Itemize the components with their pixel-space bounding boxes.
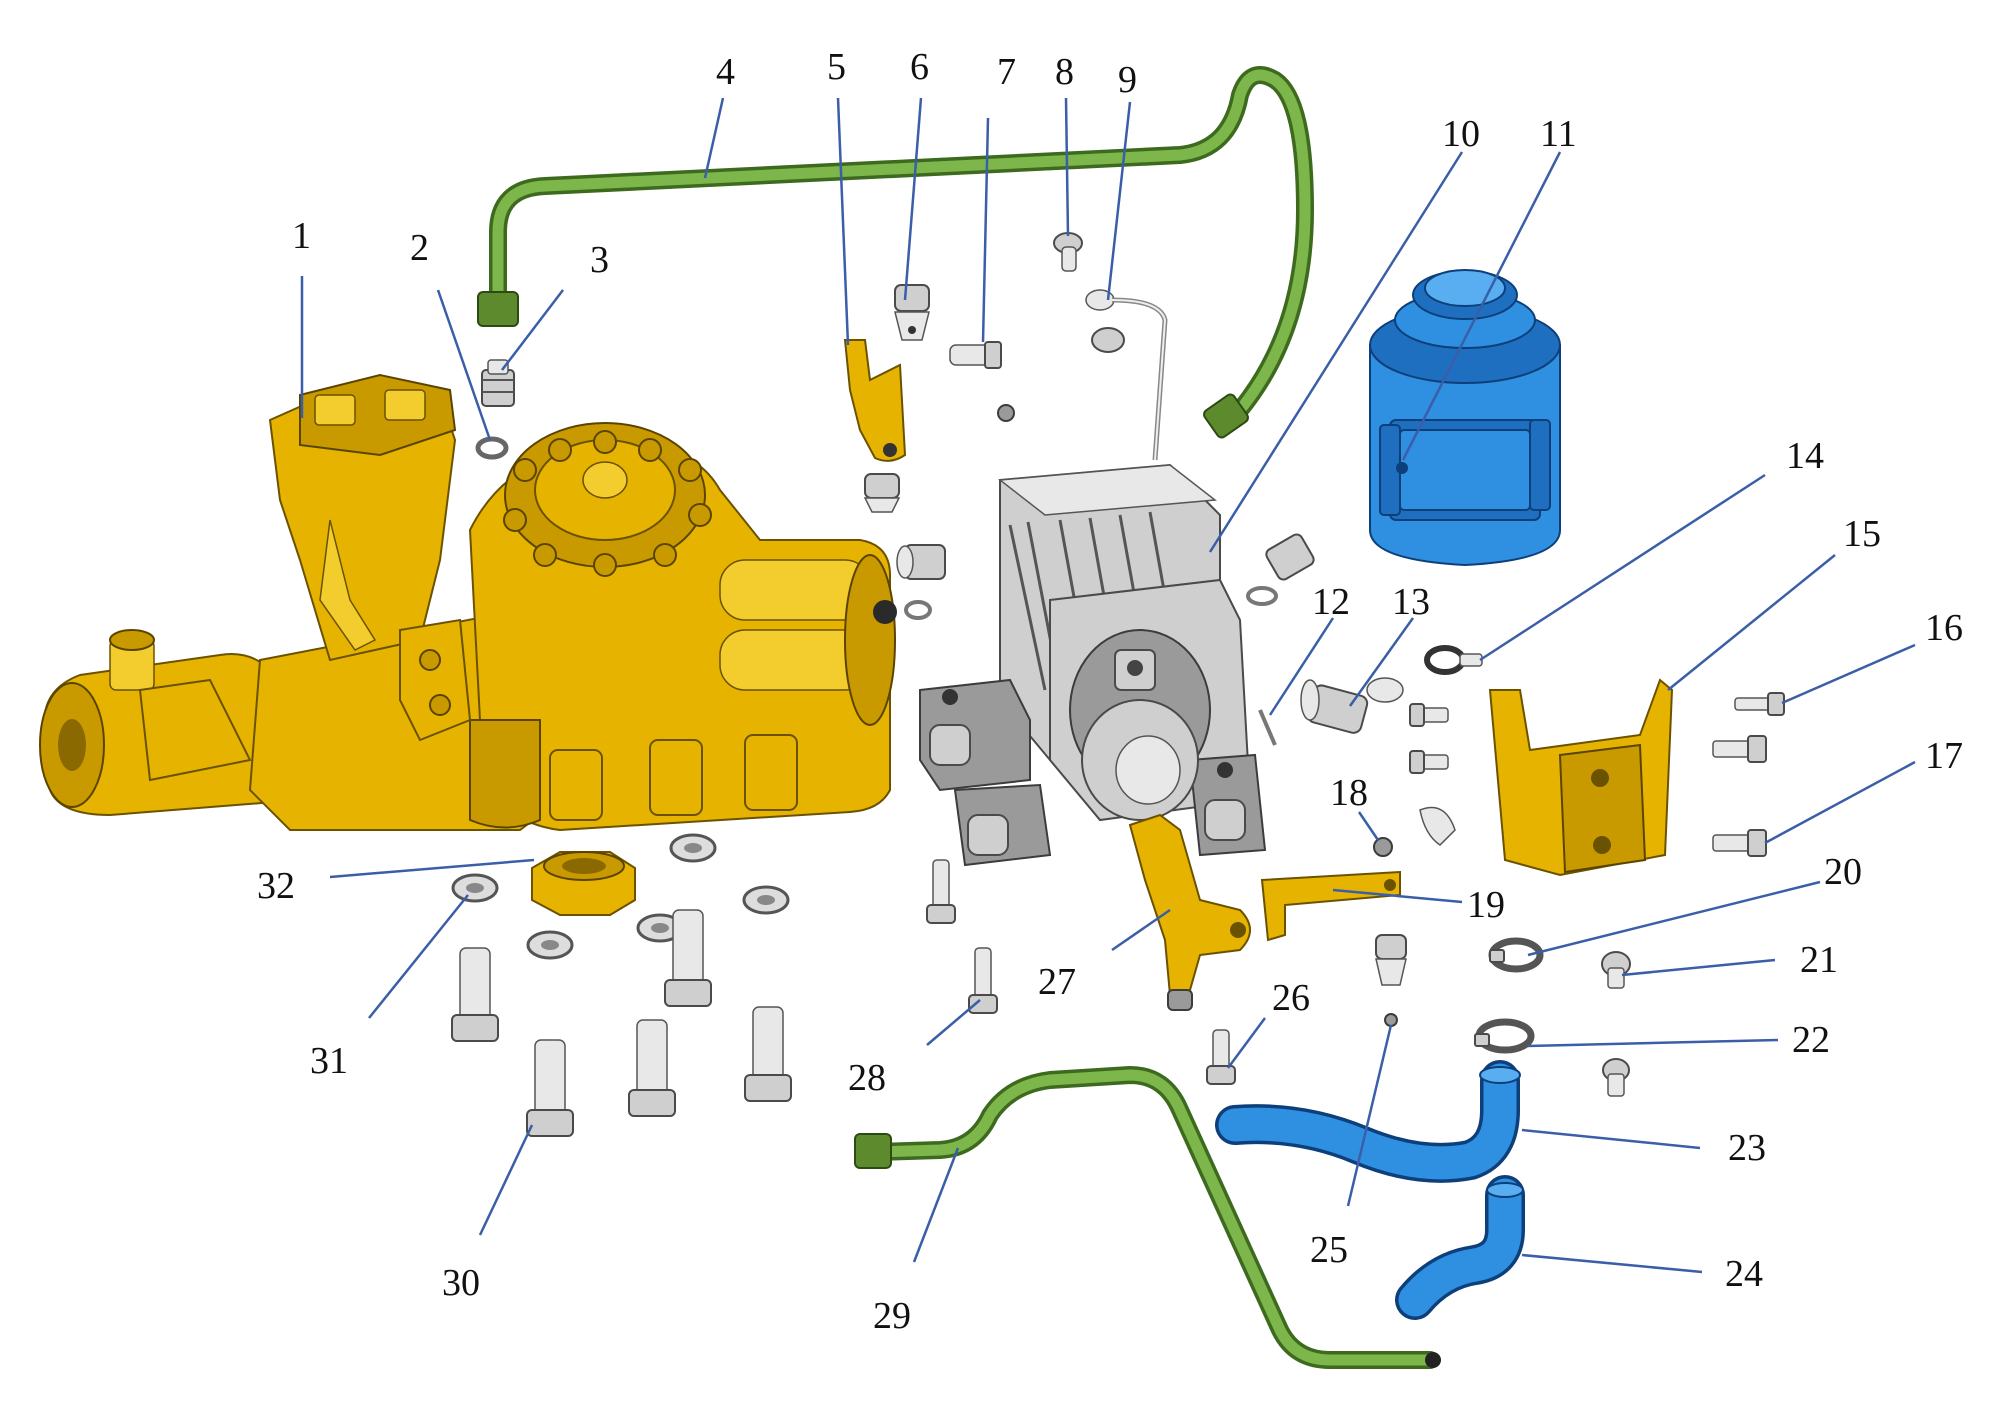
callout-18: 18 bbox=[1330, 772, 1368, 814]
callout-32: 32 bbox=[257, 865, 295, 907]
leader-lines bbox=[300, 97, 1916, 1274]
fitting-right-of-pump bbox=[1246, 533, 1315, 606]
callout-24: 24 bbox=[1725, 1253, 1763, 1295]
bolt-middle-right bbox=[1712, 735, 1767, 763]
callout-23: 23 bbox=[1728, 1127, 1766, 1169]
callout-16: 16 bbox=[1925, 607, 1963, 649]
callout-26: 26 bbox=[1272, 977, 1310, 1019]
nut-small-upper bbox=[997, 404, 1015, 422]
callout-28: 28 bbox=[848, 1057, 886, 1099]
bracket-part-15 bbox=[1488, 678, 1674, 877]
callout-6: 6 bbox=[910, 46, 929, 88]
callout-2: 2 bbox=[410, 227, 429, 269]
pipe-part-29 bbox=[854, 1066, 1441, 1369]
bolt-part-21 bbox=[1601, 951, 1631, 989]
bracket-19-hole bbox=[1384, 879, 1396, 891]
bolt-small-a bbox=[1409, 703, 1449, 727]
clamp-part-6-upper bbox=[894, 284, 930, 341]
pump-motor-part-10 bbox=[919, 463, 1267, 867]
nut-part-18 bbox=[1373, 837, 1393, 857]
callout-11: 11 bbox=[1540, 113, 1577, 155]
callout-10: 10 bbox=[1442, 113, 1480, 155]
clip-near-18 bbox=[1419, 806, 1456, 846]
bolt-part-16 bbox=[1734, 692, 1785, 716]
hose-part-24 bbox=[1395, 1175, 1525, 1320]
callout-21: 21 bbox=[1800, 939, 1838, 981]
hose-clamp-part-22 bbox=[1474, 1018, 1535, 1054]
bolt-part-8 bbox=[1053, 232, 1083, 272]
callout-3: 3 bbox=[590, 239, 609, 281]
ring-terminal-part-14 bbox=[1424, 645, 1483, 675]
callout-31: 31 bbox=[310, 1040, 348, 1082]
washer-part-2 bbox=[475, 436, 509, 460]
clamp-part-25 bbox=[1375, 934, 1407, 1027]
callout-8: 8 bbox=[1055, 51, 1074, 93]
callout-19: 19 bbox=[1467, 884, 1505, 926]
callout-4: 4 bbox=[716, 51, 735, 93]
bracket-part-27 bbox=[1128, 813, 1251, 1011]
pin-part-12 bbox=[1258, 709, 1277, 746]
hose-part-23 bbox=[1215, 1060, 1521, 1183]
bolts-part-30 bbox=[451, 909, 792, 1137]
fitting-part-13 bbox=[1300, 677, 1404, 734]
callout-25: 25 bbox=[1310, 1229, 1348, 1271]
callout-14: 14 bbox=[1786, 435, 1824, 477]
bracket-part-19 bbox=[1260, 870, 1401, 942]
washers-part-31 bbox=[451, 833, 790, 960]
pipe-part-4 bbox=[477, 66, 1314, 439]
callout-13: 13 bbox=[1392, 581, 1430, 623]
clamp-part-6-lower bbox=[863, 473, 901, 513]
callout-12: 12 bbox=[1312, 581, 1350, 623]
bracket-part-5 bbox=[843, 339, 907, 462]
sensor-part-9 bbox=[1085, 289, 1168, 461]
bolt-part-17 bbox=[1712, 829, 1767, 857]
bolt-part-26 bbox=[1206, 1029, 1236, 1085]
fitting-part-3 bbox=[481, 359, 515, 407]
callout-15: 15 bbox=[1843, 513, 1881, 555]
callout-9: 9 bbox=[1118, 59, 1137, 101]
reservoir-part-11 bbox=[1369, 269, 1561, 567]
callout-22: 22 bbox=[1792, 1019, 1830, 1061]
callout-labels: 1 2 3 4 5 6 7 8 9 10 11 12 13 14 15 16 1… bbox=[257, 46, 1963, 1337]
fitting-left-of-pump bbox=[896, 544, 946, 620]
callout-5: 5 bbox=[827, 46, 846, 88]
callout-29: 29 bbox=[873, 1295, 911, 1337]
bolt-small-b bbox=[1409, 750, 1449, 774]
bolt-part-7 bbox=[949, 341, 1002, 369]
steering-gear-part-1 bbox=[39, 373, 897, 832]
callout-1: 1 bbox=[292, 215, 311, 257]
callout-20: 20 bbox=[1824, 851, 1862, 893]
bolt-upper-left-28 bbox=[926, 859, 956, 924]
nut-part-32 bbox=[531, 851, 636, 916]
callout-17: 17 bbox=[1925, 735, 1963, 777]
bolt-right-lower bbox=[1602, 1058, 1630, 1097]
callout-7: 7 bbox=[997, 51, 1016, 93]
callout-27: 27 bbox=[1038, 961, 1076, 1003]
callout-30: 30 bbox=[442, 1262, 480, 1304]
hose-clamp-part-20 bbox=[1488, 937, 1544, 973]
bolt-part-28 bbox=[968, 947, 998, 1014]
